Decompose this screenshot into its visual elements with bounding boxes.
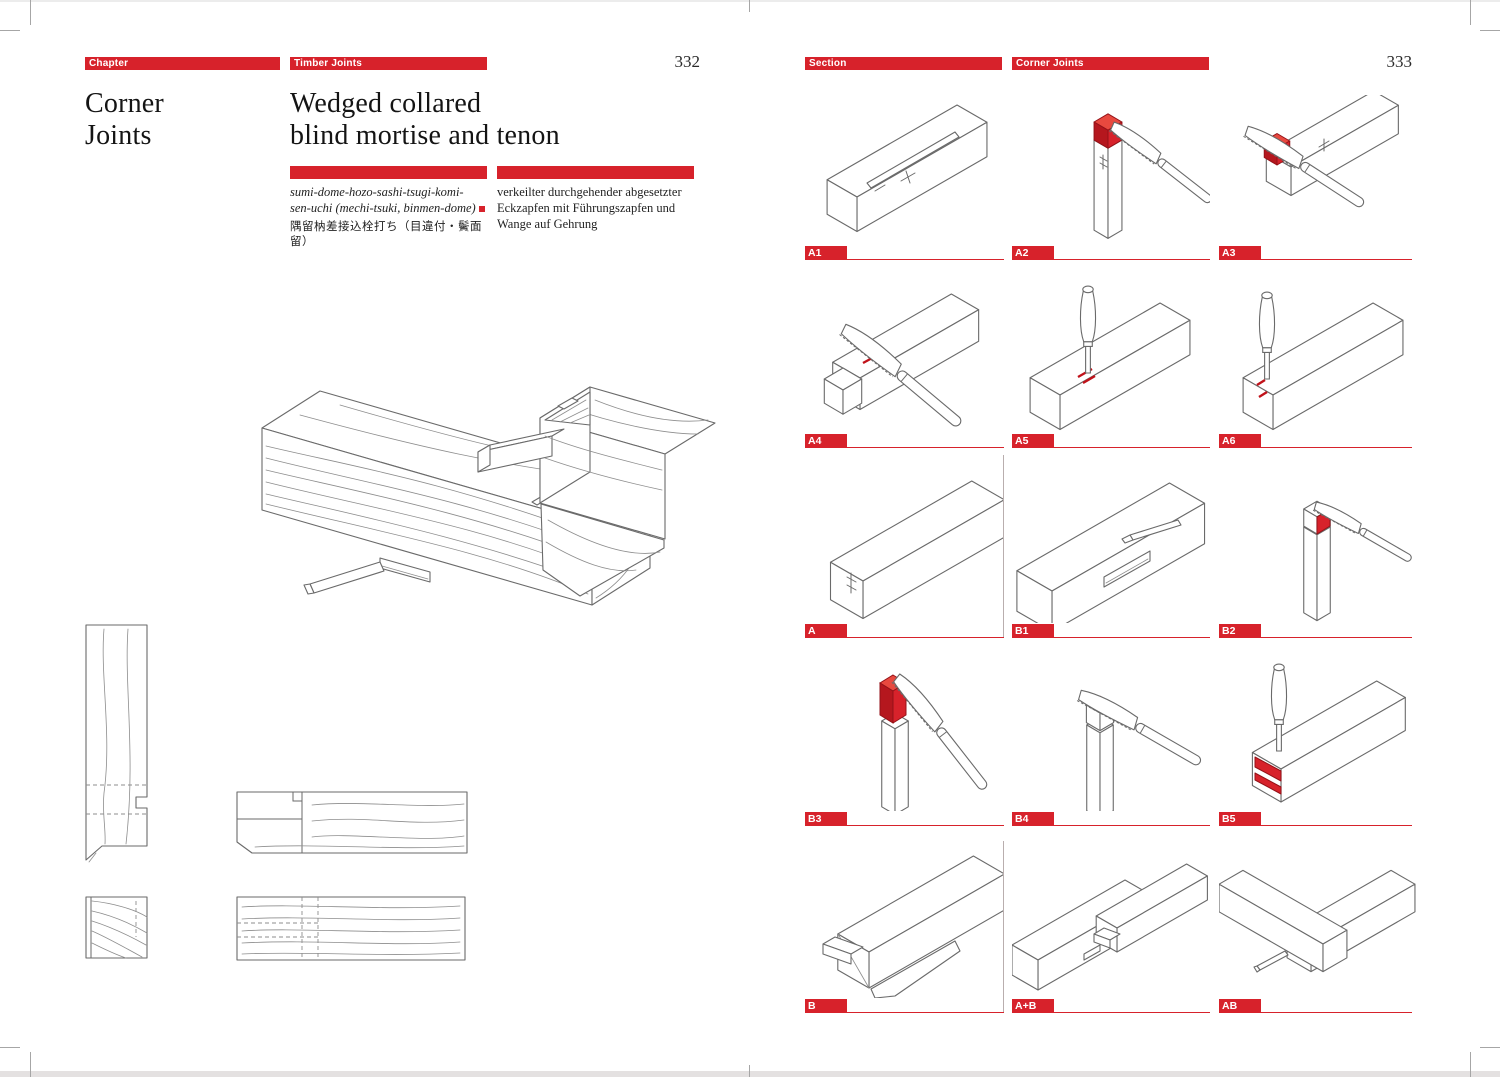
step-cell-a2: A2 [1012,95,1210,261]
section-name-tag-right: Corner Joints [1012,57,1209,70]
step-rule [805,447,1004,448]
step-rule [1012,259,1210,260]
step-tag: A2 [1012,246,1054,260]
illustration-step-b4 [1075,685,1205,811]
sequence-divider [1003,841,1004,1013]
step-cell-ab: AB [1219,848,1417,1014]
illustration-step-a4 [823,293,980,432]
step-cell-a6: A6 [1219,283,1417,449]
illustration-step-a5 [1029,285,1191,431]
step-rule [1219,447,1412,448]
scan-edge-top [0,0,1500,2]
step-tag: B4 [1012,812,1054,826]
step-tag: B [805,999,847,1013]
illustration-step-a-plus-b [1012,863,1208,991]
step-rule [1012,637,1210,638]
crop-mark [0,1047,20,1048]
illustration-step-a6 [1242,291,1404,431]
crop-mark [1480,1047,1500,1048]
step-cell-a3: A3 [1219,95,1417,261]
reference-mark-icon [478,206,485,212]
step-tag: B2 [1219,624,1261,638]
step-cell-b: B [805,848,1004,1014]
rule-bar [497,166,694,179]
gutter-mark [749,1065,750,1077]
step-rule [805,825,1004,826]
crop-mark [30,1052,31,1077]
crop-mark [30,0,31,25]
illustration-step-b [805,855,1003,998]
step-rule [1219,1012,1412,1013]
step-tag: A5 [1012,434,1054,448]
step-cell-b1: B1 [1012,473,1210,639]
illustration-step-b1 [1016,482,1206,623]
step-rule [1219,637,1412,638]
illustration-step-b2 [1303,497,1415,622]
chapter-tag: Chapter [85,57,280,70]
illustration-step-a2 [1093,113,1210,239]
joint-title: Wedged collared blind mortise and tenon [290,88,560,151]
section-tag: Section [805,57,1002,70]
caption-german-name: verkeilter durchgehender abgesetzter Eck… [497,185,682,231]
illustration-step-b5 [1251,663,1406,803]
step-tag: B1 [1012,624,1054,638]
step-tag: A4 [805,434,847,448]
step-tag: A+B [1012,999,1054,1013]
step-rule [1012,825,1210,826]
step-rule [805,259,1004,260]
step-rule [805,637,1004,638]
step-tag: A1 [805,246,847,260]
gutter-mark [749,0,750,12]
illustration-step-a1 [826,104,988,233]
step-cell-a4: A4 [805,283,1004,449]
step-cell-a: A [805,473,1004,639]
step-cell-b4: B4 [1012,661,1210,827]
crop-mark [1470,1052,1471,1077]
sequence-divider [1003,455,1004,638]
step-tag: A6 [1219,434,1261,448]
scan-edge-bottom [0,1071,1500,1077]
rule-bar [290,166,487,179]
chapter-title: Corner Joints [85,88,164,151]
step-tag: B3 [805,812,847,826]
step-tag: A [805,624,847,638]
step-rule [805,1012,1004,1013]
step-cell-a5: A5 [1012,283,1210,449]
step-cell-b3: B3 [805,661,1004,827]
step-cell-b2: B2 [1219,473,1417,639]
crop-mark [1470,0,1471,25]
step-rule [1012,1012,1210,1013]
illustration-orthographic-views [80,615,480,975]
step-tag: AB [1219,999,1261,1013]
illustration-step-a3 [1241,95,1399,212]
step-rule [1219,259,1412,260]
step-cell-a1: A1 [805,95,1004,261]
illustration-step-ab [1219,869,1416,998]
page-number-right: 333 [1386,52,1413,71]
section-name-tag: Timber Joints [290,57,487,70]
crop-mark [0,30,20,31]
step-tag: B5 [1219,812,1261,826]
caption-japanese-name: sumi-dome-hozo-sashi-tsugi-komi- sen-uch… [290,184,500,248]
step-cell-a-plus-b: A+B [1012,848,1210,1014]
illustration-step-b3 [805,670,993,811]
step-tag: A3 [1219,246,1261,260]
page-number-left: 332 [674,52,701,71]
step-rule [1012,447,1210,448]
step-cell-b5: B5 [1219,661,1417,827]
crop-mark [1480,30,1500,31]
step-rule [1219,825,1412,826]
illustration-step-a [829,480,1003,620]
illustration-exploded-joint [240,330,720,630]
